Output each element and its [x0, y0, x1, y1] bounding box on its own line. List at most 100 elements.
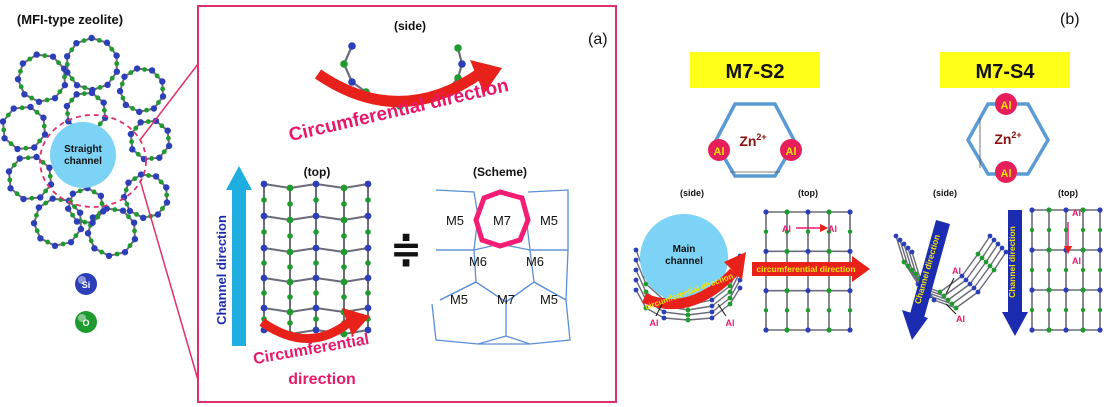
o-atom [727, 283, 733, 289]
si-atom [312, 274, 320, 282]
si-atom [975, 289, 981, 295]
bond [315, 277, 345, 283]
si-atom [364, 244, 372, 252]
si-atom [136, 108, 143, 116]
o-atom [29, 95, 35, 101]
si-atom [991, 237, 997, 243]
si-atom [122, 101, 130, 109]
s2-top-al-2: Al [828, 224, 837, 234]
o-atom [91, 189, 97, 195]
o-atom [119, 81, 125, 87]
si-atom [14, 75, 22, 83]
s4-top-al-2: Al [1072, 256, 1081, 266]
si-atom [805, 248, 811, 254]
o-atom [1080, 247, 1086, 253]
m7-s4-al-top: Al [995, 93, 1017, 115]
m7-s4-title-box [940, 52, 1070, 88]
o-atom [685, 317, 691, 323]
o-atom [979, 255, 985, 261]
scheme-ring-label: M7 [493, 213, 511, 228]
o-atom [261, 197, 267, 203]
bond [977, 269, 995, 293]
o-atom [101, 107, 107, 113]
o-atom [72, 204, 77, 210]
o-atom [1080, 267, 1086, 273]
panel-a-tag: (a) [588, 31, 608, 48]
svg-text:Al: Al [786, 146, 797, 158]
o-atom [763, 229, 769, 234]
o-atom [160, 206, 165, 211]
si-atom [633, 267, 639, 273]
si-atom [150, 105, 158, 112]
si-atom [737, 285, 743, 291]
o-atom [1080, 307, 1086, 313]
o-atom [69, 47, 75, 53]
bond [315, 247, 345, 253]
approx-equal-symbol: ≑ [390, 229, 422, 271]
si-atom [312, 180, 320, 188]
o-atom [77, 188, 83, 194]
bond [635, 279, 647, 301]
panel-b-tag: (b) [1060, 11, 1080, 28]
o-atom [313, 290, 319, 296]
si-atom [163, 184, 170, 191]
si-atom [97, 192, 105, 200]
o-atom [109, 46, 115, 52]
o-atom [727, 295, 733, 301]
o-atom [99, 201, 105, 206]
o-atom [1080, 207, 1086, 213]
o-atom [953, 305, 959, 311]
si-atom [37, 235, 44, 242]
side-circumferential-label: Circumferential direction [287, 75, 511, 146]
o-atom [34, 212, 39, 218]
o-atom [82, 85, 88, 91]
o-atom [937, 289, 943, 295]
m7-s2-zn: Zn2+ [739, 132, 766, 149]
o-atom [341, 264, 347, 270]
bond [973, 265, 991, 289]
o-atom [142, 67, 147, 72]
bond [977, 235, 991, 255]
o-atom [34, 228, 40, 234]
o-atom [47, 173, 53, 179]
si-atom [7, 185, 14, 192]
si-atom [126, 207, 134, 215]
mfi-title: (MFI-type zeolite) [17, 12, 123, 27]
scheme-ring-label: M5 [446, 213, 464, 228]
si-atom [133, 65, 141, 72]
o-atom [784, 288, 790, 294]
top-label: (top) [304, 165, 331, 179]
o-atom [784, 327, 790, 333]
m7-s4-top-structure [1029, 207, 1103, 333]
si-atom [1097, 247, 1103, 253]
zoom-line-top [139, 63, 199, 141]
o-atom [286, 184, 294, 192]
top-circumferential-arrow [259, 316, 355, 343]
bond [711, 297, 731, 313]
si-atom [20, 195, 27, 203]
o-atom [128, 70, 134, 76]
si-atom [348, 78, 356, 86]
legend-si: Si [75, 273, 97, 295]
si-atom [49, 195, 56, 202]
si-atom [364, 304, 372, 312]
si-atom [35, 98, 43, 106]
o-atom [126, 214, 131, 220]
o-atom [975, 251, 981, 257]
o-atom [945, 297, 951, 303]
si-atom [137, 171, 145, 178]
scheme-ring-label: M5 [450, 292, 468, 307]
svg-text:Al: Al [1001, 168, 1012, 180]
bond [289, 247, 317, 253]
bond [933, 299, 957, 309]
main-channel-circle [640, 214, 728, 302]
bond [289, 307, 317, 313]
si-atom [260, 274, 268, 282]
o-atom [144, 107, 149, 113]
bond [911, 251, 921, 279]
m7-s2-title-box [690, 52, 820, 88]
bond [989, 247, 1003, 267]
bond [263, 183, 291, 189]
o-atom [313, 316, 319, 322]
si-atom [91, 245, 98, 252]
